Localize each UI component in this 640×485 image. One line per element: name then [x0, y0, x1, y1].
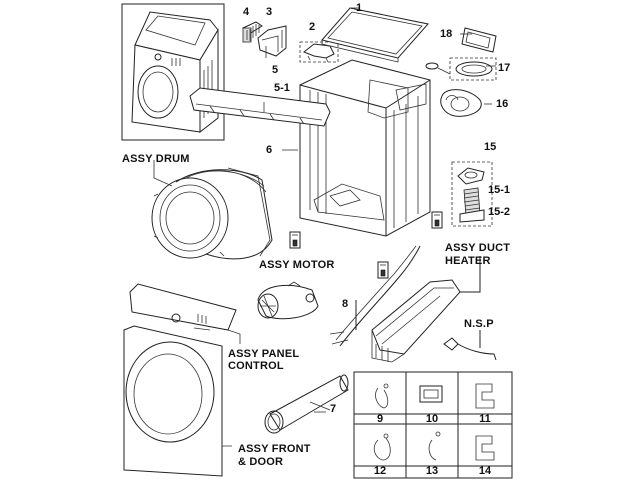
- dryer-overview-inset: [121, 3, 225, 141]
- part-label-15-2: 15-2: [488, 206, 511, 218]
- clip-label-11: 11: [479, 413, 491, 425]
- assy-drum-label: ASSY DRUM: [122, 153, 190, 165]
- part-3-housing: [257, 25, 287, 58]
- assy-duct-heater-label-2: HEATER: [445, 255, 491, 267]
- assy-duct-heater-label-1: ASSY DUCT: [445, 242, 511, 254]
- duct-heater-assembly: [371, 256, 481, 363]
- panel-control-assembly: [129, 283, 241, 344]
- leader-lines: [263, 7, 496, 413]
- clip-label-9: 9: [376, 413, 384, 425]
- part-label-2: 2: [309, 21, 316, 33]
- front-door-assembly: [123, 325, 232, 477]
- part-label-5: 5: [272, 64, 279, 76]
- part-label-17: 17: [498, 62, 511, 74]
- part-label-3: 3: [266, 6, 273, 18]
- assy-panel-control-label-2: CONTROL: [228, 360, 284, 372]
- part-15-thermostat: [451, 161, 493, 227]
- part-label-18: 18: [440, 28, 453, 40]
- part-label-15: 15: [484, 141, 497, 153]
- assy-front-door-label-1: ASSY FRONT: [238, 443, 311, 455]
- part-label-5-1: 5-1: [274, 82, 290, 94]
- part-label-16: 16: [496, 98, 509, 110]
- clip-label-13: 13: [425, 465, 439, 477]
- part-1-top-panel: [321, 7, 429, 63]
- part-label-4: 4: [243, 6, 250, 18]
- part-2-bracket: [299, 41, 339, 63]
- part-18-pcb: [461, 27, 497, 53]
- drum-assembly: [151, 160, 273, 260]
- part-label-6: 6: [266, 144, 273, 156]
- clip-label-12: 12: [373, 465, 387, 477]
- part-7-duct-pipe: [264, 374, 349, 434]
- part-16-duct-ring: [440, 89, 482, 117]
- clip-label-14: 14: [478, 465, 492, 477]
- part-label-7: 7: [330, 403, 337, 415]
- assy-panel-control-label-1: ASSY PANEL: [228, 348, 300, 360]
- clip-table: [353, 371, 513, 479]
- assy-motor-label: ASSY MOTOR: [259, 259, 335, 271]
- part-5-control-panel: [189, 87, 331, 127]
- nsp-label: N.S.P: [464, 318, 494, 330]
- cabinet: [299, 59, 431, 237]
- part-label-1: 1: [356, 2, 363, 14]
- part-17-seal: [425, 57, 497, 81]
- nsp-power-cord: [443, 330, 497, 361]
- assy-front-door-label-2: & DOOR: [238, 456, 284, 468]
- screw-icon-1: [289, 231, 301, 249]
- part-label-8: 8: [342, 298, 349, 310]
- screw-icon-2: [377, 261, 389, 279]
- screw-icon-3: [431, 211, 443, 229]
- motor-assembly: [257, 281, 319, 320]
- part-label-15-1: 15-1: [488, 184, 511, 196]
- part-4-filter: [242, 21, 263, 43]
- clip-label-10: 10: [425, 413, 439, 425]
- part-8-wire-harness: [329, 245, 421, 347]
